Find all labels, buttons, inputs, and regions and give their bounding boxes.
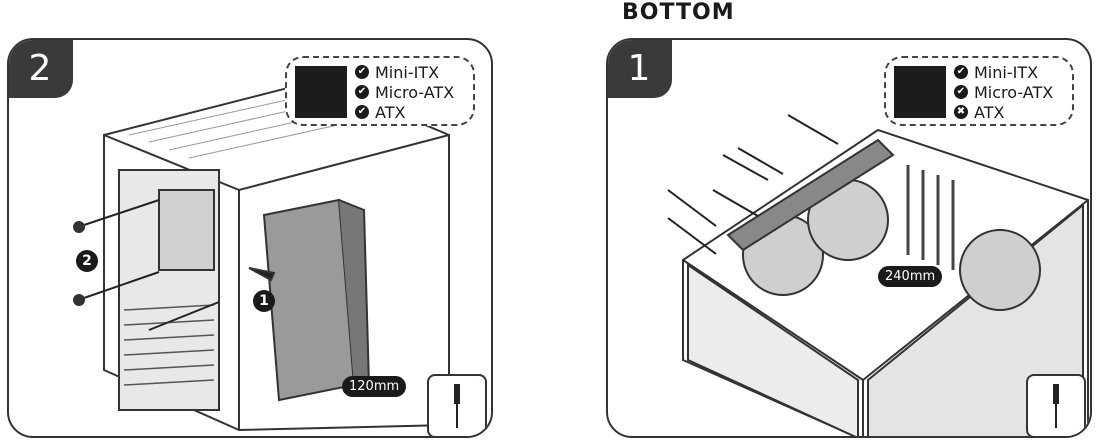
step-number: 1 [608,40,672,98]
case-rear-illustration [73,78,450,432]
screwdriver-icon [427,374,487,436]
callout-1: 1 [253,290,275,312]
compat-item: ✔Micro-ATX [954,82,1053,102]
check-icon: ✔ [954,65,968,79]
step-1-panel: 1 ✔Mini-ITX ✔Micro-ATX ✖ATX 240mm [606,38,1092,438]
check-icon: ✔ [355,85,369,99]
check-icon: ✔ [355,105,369,119]
compat-item: ✔ATX [355,102,454,122]
screwdriver-icon [1026,374,1086,436]
compat-item: ✔Mini-ITX [954,62,1053,82]
compat-item: ✔Mini-ITX [355,62,454,82]
check-icon: ✔ [954,85,968,99]
step-number: 2 [9,40,73,98]
callout-2: 2 [76,250,98,272]
motherboard-compatibility-box: ✔Mini-ITX ✔Micro-ATX ✔ATX [285,56,475,126]
dimension-label-240mm: 240mm [878,266,943,287]
cross-icon: ✖ [954,105,968,119]
bottom-heading: BOTTOM [622,0,735,25]
compat-item: ✔Micro-ATX [355,82,454,102]
dimension-label-120mm: 120mm [342,376,407,397]
step-2-panel: 2 ✔Mini-ITX ✔Micro-ATX ✔ATX 2 1 120mm [7,38,493,438]
motherboard-compatibility-box: ✔Mini-ITX ✔Micro-ATX ✖ATX [884,56,1074,126]
motherboard-icon [894,66,946,118]
compat-item: ✖ATX [954,102,1053,122]
check-icon: ✔ [355,65,369,79]
motherboard-icon [295,66,347,118]
